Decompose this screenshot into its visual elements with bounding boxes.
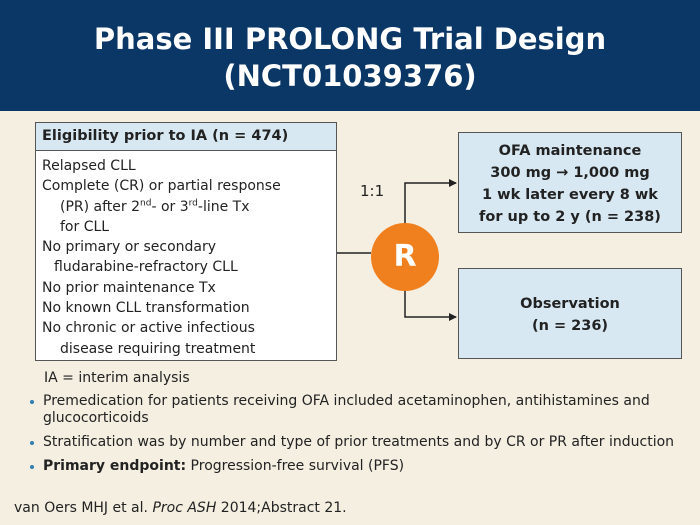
bullet-dot <box>30 441 34 445</box>
connector-r-to-observation <box>404 291 457 321</box>
ofa-arm-dose: 300 mg → 1,000 mg <box>490 165 650 181</box>
bullet-dot <box>30 400 34 404</box>
ia-footnote: IA = interim analysis <box>44 370 190 386</box>
observation-arm-count: (n = 236) <box>531 318 609 334</box>
bullet-primary-endpoint: Primary endpoint: Progression-free survi… <box>28 458 678 475</box>
criterion-refractory-cont: fludarabine-refractory CLL <box>54 259 238 276</box>
bullet-premedication: Premedication for patients receiving OFA… <box>28 393 678 427</box>
citation-details: 2014;Abstract 21. <box>216 500 347 516</box>
slide-title-line1: Phase III PROLONG Trial Design <box>93 22 607 56</box>
criterion-infectious: No chronic or active infectious <box>42 320 255 337</box>
criterion-response-cont: (PR) after 2nd- or 3rd-line Tx <box>42 197 336 217</box>
criterion-line3-post: -line Tx <box>197 198 250 215</box>
ofa-arm-duration: for up to 2 y (n = 238) <box>479 209 661 225</box>
bullet-primary-endpoint-text: Progression-free survival (PFS) <box>186 458 405 474</box>
bullet-premedication-text: Premedication for patients receiving OFA… <box>43 393 650 426</box>
bullet-stratification: Stratification was by number and type of… <box>28 434 678 451</box>
eligibility-box: Eligibility prior to IA (n = 474) Relaps… <box>35 122 337 361</box>
eligibility-criteria-list: Relapsed CLL Complete (CR) or partial re… <box>36 151 336 359</box>
criterion-for-cll: for CLL <box>60 218 110 235</box>
observation-arm-title: Observation <box>520 296 620 312</box>
ofa-arm-schedule: 1 wk later every 8 wk <box>482 187 658 203</box>
slide-title-line2: (NCT01039376) <box>223 59 477 93</box>
citation: van Oers MHJ et al. Proc ASH 2014;Abstra… <box>14 500 347 516</box>
citation-journal: Proc ASH <box>152 500 217 516</box>
ofa-maintenance-arm: OFA maintenance 300 mg → 1,000 mg 1 wk l… <box>458 132 682 233</box>
criterion-relapsed: Relapsed CLL <box>42 158 136 174</box>
criterion-line3-mid: - or 3 <box>151 198 189 215</box>
ofa-arm-title: OFA maintenance <box>498 143 642 159</box>
criterion-line3-sup1: nd <box>140 197 152 208</box>
criterion-response: Complete (CR) or partial response <box>42 178 281 195</box>
criterion-maintenance: No prior maintenance Tx <box>42 279 216 296</box>
eligibility-title: Eligibility prior to IA (n = 474) <box>36 123 336 151</box>
bullet-primary-endpoint-label: Primary endpoint: <box>43 458 187 474</box>
criterion-line3-sup2: rd <box>188 197 198 208</box>
connector-r-to-ofa <box>404 179 457 223</box>
bullet-list: Premedication for patients receiving OFA… <box>28 393 678 482</box>
citation-authors: van Oers MHJ et al. <box>14 500 153 516</box>
bullet-dot <box>30 465 34 469</box>
randomization-circle: R <box>371 223 439 291</box>
criterion-transformation: No known CLL transformation <box>42 300 250 317</box>
observation-arm: Observation (n = 236) <box>458 268 682 359</box>
randomization-ratio: 1:1 <box>360 182 385 200</box>
criterion-infectious-cont: disease requiring treatment <box>60 340 256 357</box>
bullet-stratification-text: Stratification was by number and type of… <box>43 434 675 450</box>
slide-header: Phase III PROLONG Trial Design (NCT01039… <box>0 0 700 111</box>
criterion-refractory: No primary or secondary <box>42 239 217 256</box>
criterion-line3-pre: (PR) after 2 <box>60 198 141 215</box>
